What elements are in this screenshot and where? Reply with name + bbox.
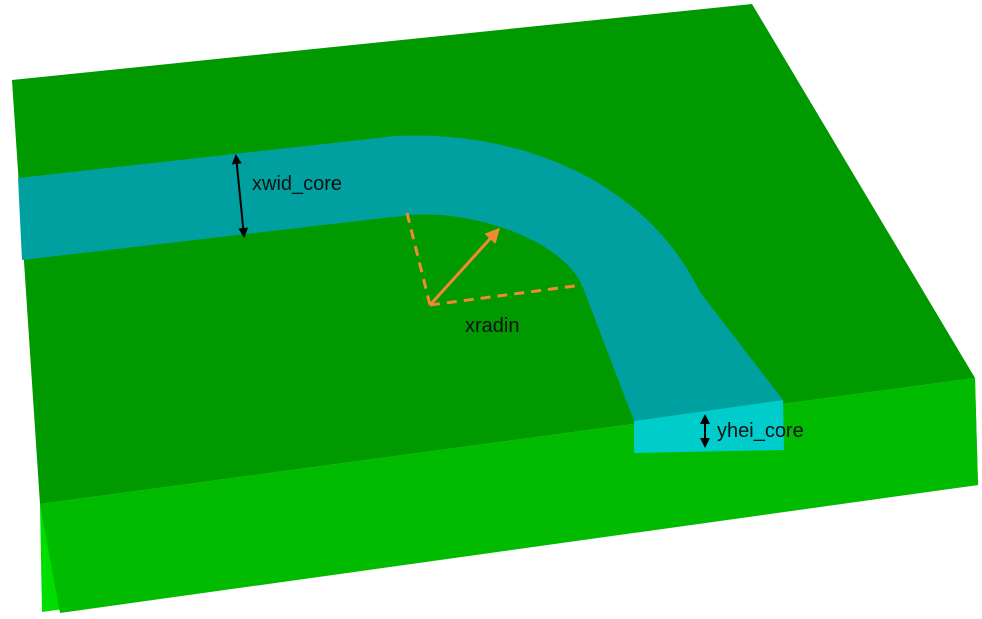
core-height-label: yhei_core bbox=[717, 420, 804, 442]
radius-arrow bbox=[428, 227, 501, 307]
radius-label: xradin bbox=[465, 315, 519, 337]
waveguide-core bbox=[18, 135, 783, 421]
core-width-arrow bbox=[231, 154, 249, 238]
core-width-label: xwid_core bbox=[252, 173, 342, 195]
radius-guide-horizontal bbox=[429, 283, 583, 307]
